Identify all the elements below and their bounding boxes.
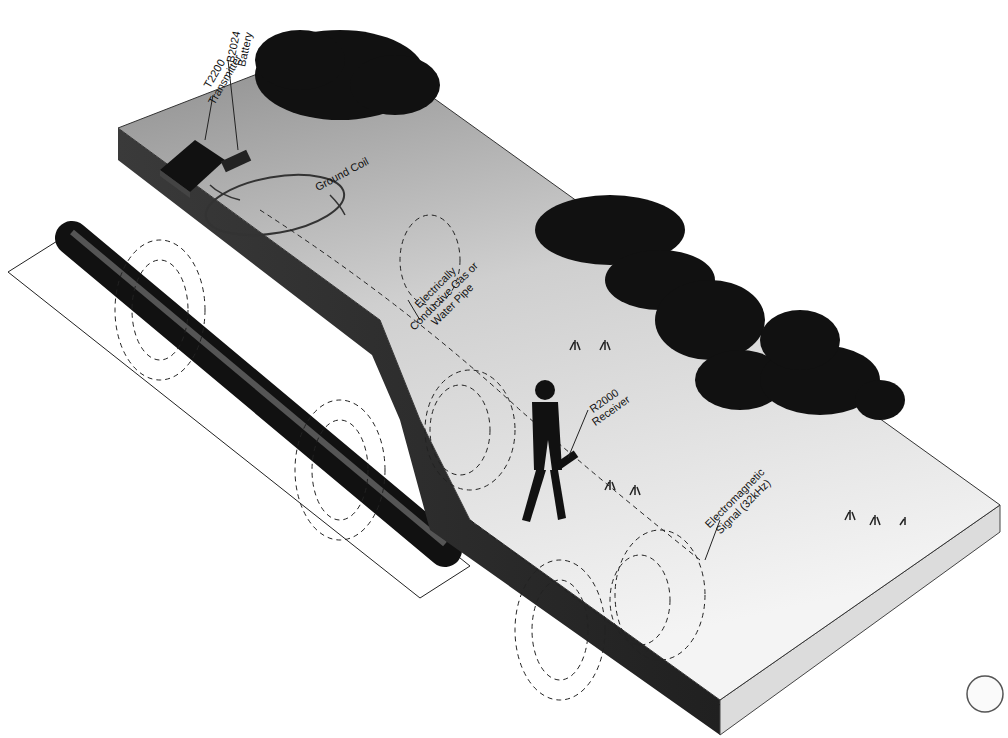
corner-mark [967,676,1003,712]
transmitter [160,140,225,192]
leader-lines [205,60,720,560]
ground-surface [118,38,1000,700]
battery [221,150,251,173]
trees [255,30,905,420]
operator [522,380,578,522]
signal-field [115,210,720,705]
